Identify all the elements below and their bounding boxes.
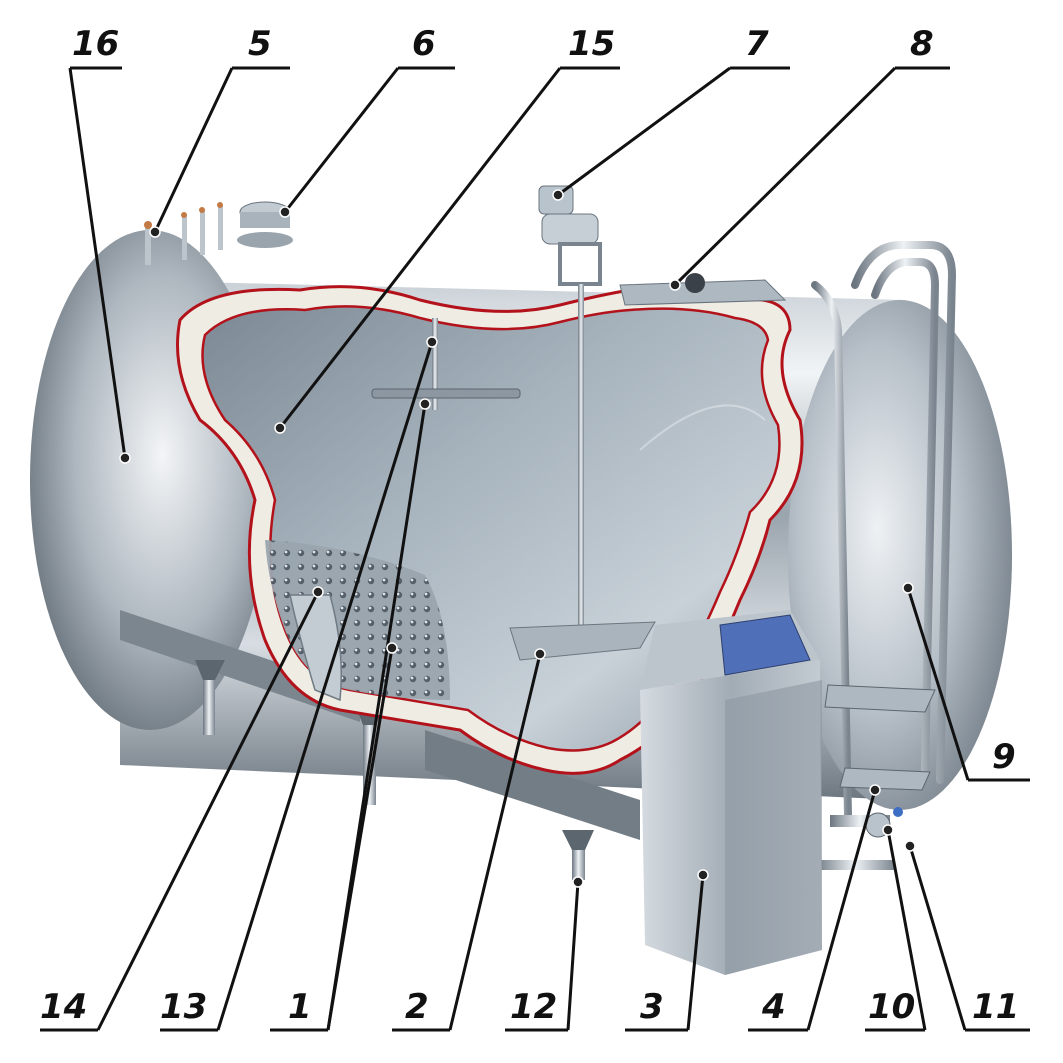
callout-numbers: 16 5 6 15 7 8 9 14 13 1 2 12 3 4 10 11 <box>40 24 1019 1027</box>
leader-8 <box>673 66 950 287</box>
leader-lines <box>40 66 1030 1032</box>
top-fittings <box>144 201 787 306</box>
leader-15 <box>278 66 620 429</box>
label-16: 16 <box>72 24 119 64</box>
ladder <box>811 241 957 819</box>
label-10: 10 <box>868 987 915 1027</box>
label-8: 8 <box>910 24 934 64</box>
label-3: 3 <box>640 987 664 1027</box>
leader-2 <box>392 653 542 1032</box>
control-box <box>640 610 822 975</box>
agitator <box>371 185 656 661</box>
label-13: 13 <box>160 987 207 1027</box>
control-panel-screen <box>719 614 811 676</box>
label-12: 12 <box>510 987 557 1027</box>
label-5: 5 <box>248 24 272 64</box>
leader-1b <box>326 647 394 1031</box>
label-11: 11 <box>972 987 1019 1027</box>
leader-6 <box>283 66 455 213</box>
leader-3 <box>625 874 705 1032</box>
label-4: 4 <box>761 987 786 1027</box>
label-1: 1 <box>288 987 312 1027</box>
label-6: 6 <box>412 24 436 64</box>
label-7: 7 <box>745 24 769 64</box>
leader-12 <box>505 881 580 1032</box>
leader-13 <box>160 341 434 1032</box>
leader-9 <box>906 587 1030 782</box>
leader-14 <box>40 591 320 1032</box>
ladder-steps <box>824 684 936 791</box>
leader-11 <box>908 845 1030 1032</box>
label-14: 14 <box>40 987 87 1027</box>
leader-10 <box>865 829 927 1032</box>
leader-5 <box>153 66 290 233</box>
leader-7 <box>557 66 790 197</box>
label-2: 2 <box>405 987 429 1027</box>
leader-16 <box>68 66 127 459</box>
label-15: 15 <box>568 24 615 64</box>
manway-lid <box>619 279 787 306</box>
label-9: 9 <box>992 737 1016 777</box>
leader-4 <box>748 789 877 1032</box>
